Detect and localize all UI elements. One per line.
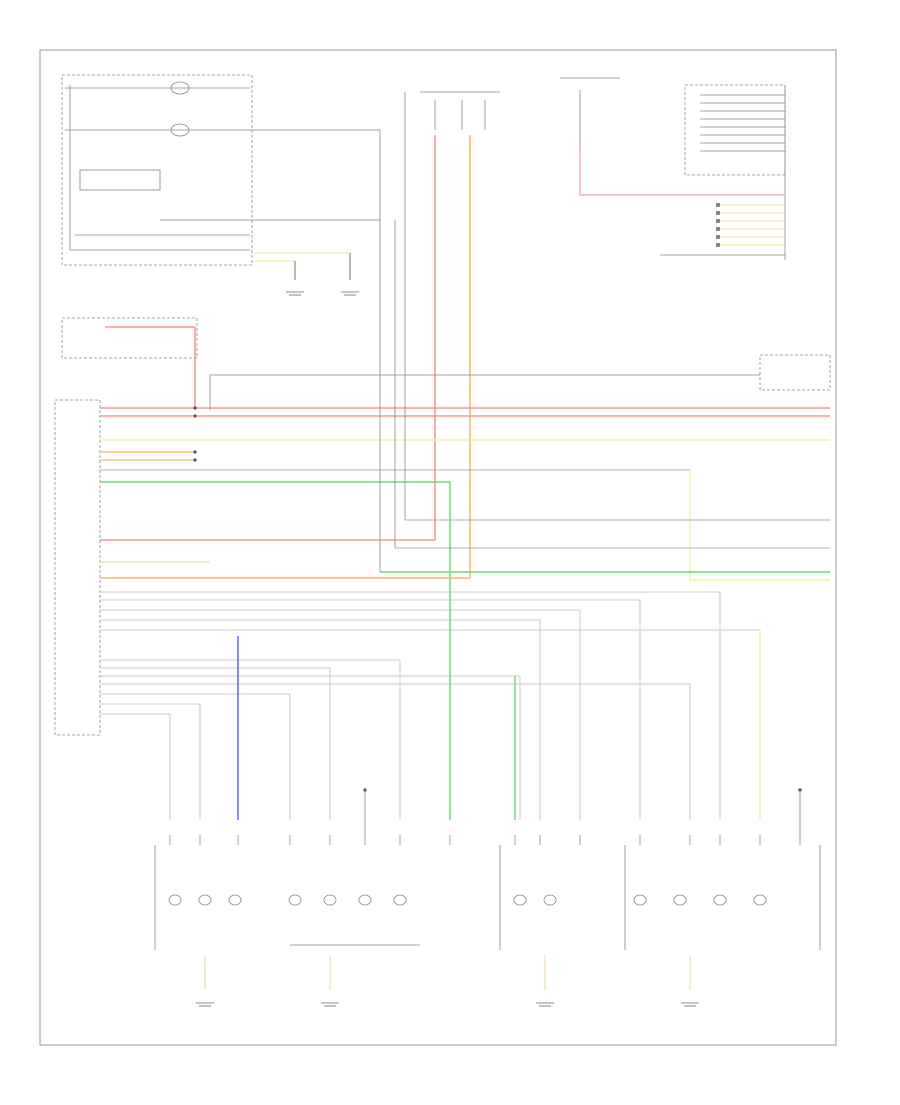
- wire-red-relay: [105, 326, 196, 410]
- bottom-ground-wires: [204, 955, 691, 990]
- wire-yellow-right-vertical: [689, 470, 830, 581]
- bottom-ground-symbols: [196, 1002, 699, 1007]
- splice-points: [193, 406, 802, 792]
- wire-pink-switch: [579, 150, 785, 196]
- diagram-frame: [39, 49, 837, 1046]
- upper-vertical-wires: [379, 92, 406, 572]
- right-tail-light-assembly: [499, 845, 821, 950]
- right-connector-box: [759, 354, 831, 391]
- central-control-module: [54, 399, 101, 736]
- wires-to-tail-lights: [100, 591, 761, 820]
- ground-symbols-top-left: [286, 291, 359, 296]
- tail-light-vertical-stubs: [169, 790, 801, 845]
- combination-switch: [560, 77, 786, 260]
- wire-gray-relay: [209, 374, 760, 410]
- wire-green-bus: [100, 481, 451, 820]
- left-relay-box: [61, 317, 198, 359]
- left-tail-light-assembly: [154, 845, 420, 950]
- left-headlight-wires: [255, 252, 351, 280]
- switch-connector-blocks: [716, 203, 720, 247]
- fuse-block-top: [420, 91, 500, 130]
- switch-connector-wires: [720, 204, 785, 246]
- left-headlight-assembly: [61, 74, 380, 266]
